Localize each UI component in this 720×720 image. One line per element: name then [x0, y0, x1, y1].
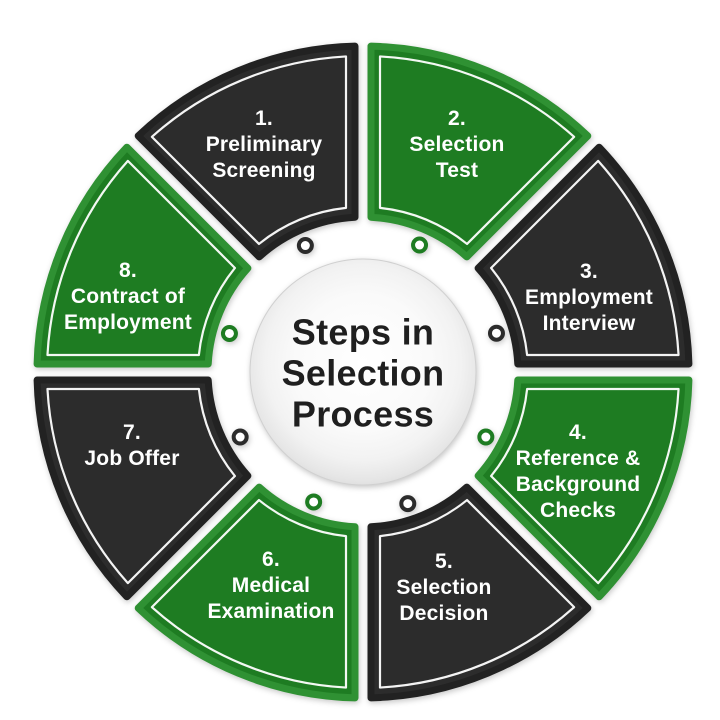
diagram-title: Steps in Selection Process [282, 312, 445, 435]
segment-1-inset-outline [150, 55, 348, 246]
segment-6-inset-outline [150, 498, 348, 689]
diagram-title-line-1: Steps in [291, 311, 435, 353]
segment-1-preliminary-screening [134, 42, 359, 261]
segment-4-inset-outline [489, 387, 680, 585]
connector-dot-3 [487, 324, 505, 342]
center-circle [249, 258, 477, 486]
connector-dot-1 [296, 237, 314, 255]
segment-8-contract-of-employment [33, 143, 252, 368]
diagram-title-line-3: Process [291, 393, 435, 435]
segment-3-employment-interview [474, 143, 693, 368]
connector-dot-8 [220, 324, 238, 342]
segment-5-inset-outline [378, 498, 576, 689]
segment-6-medical-examination [134, 483, 359, 702]
segment-8-inset-outline [46, 159, 237, 357]
segment-3-inset-outline [489, 159, 680, 357]
connector-dot-2 [411, 236, 429, 254]
segment-2-selection-test [367, 42, 592, 261]
connector-dot-4 [477, 428, 495, 446]
segment-2-inset-outline [378, 55, 576, 246]
segment-5-selection-decision [367, 483, 592, 702]
segment-4-reference-background-checks [474, 376, 693, 601]
connector-dot-5 [399, 495, 417, 513]
segment-7-job-offer [33, 376, 252, 601]
segment-7-inset-outline [46, 387, 237, 585]
connector-dot-6 [305, 493, 323, 511]
connector-dot-7 [231, 428, 249, 446]
diagram-title-line-2: Selection [281, 352, 445, 394]
